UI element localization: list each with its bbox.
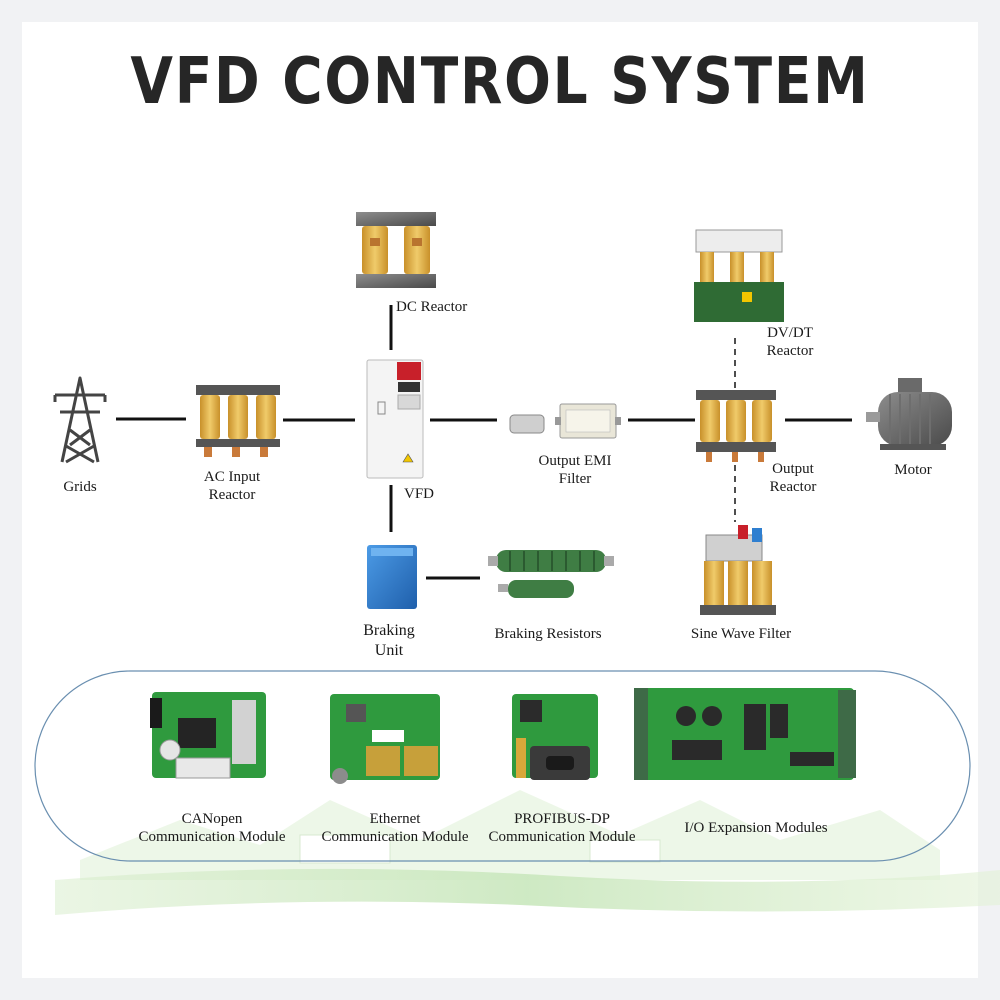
label-output-emi-filter: Output EMI Filter bbox=[538, 453, 612, 487]
ethernet-module-image bbox=[330, 694, 440, 784]
vfd-image bbox=[366, 359, 424, 479]
ac-input-reactor-image bbox=[196, 385, 280, 457]
power-tower-icon bbox=[53, 376, 107, 464]
output-emi-filter-image bbox=[509, 403, 621, 439]
braking-unit-image bbox=[367, 545, 417, 609]
braking-resistors-image bbox=[488, 550, 614, 598]
label-ethernet-module: Ethernet Communication Module bbox=[321, 811, 469, 845]
canopen-module-image bbox=[150, 692, 266, 779]
landscape-background bbox=[55, 790, 1000, 915]
label-profibus-module: PROFIBUS-DP Communication Module bbox=[488, 811, 636, 845]
label-canopen-module: CANopen Communication Module bbox=[138, 811, 286, 845]
module-panel-outline bbox=[34, 670, 971, 862]
label-dc-reactor: DC Reactor bbox=[396, 299, 468, 315]
label-io-expansion-modules: I/O Expansion Modules bbox=[684, 820, 828, 836]
profibus-module-image bbox=[512, 694, 598, 780]
connection-lines bbox=[116, 305, 852, 580]
label-motor: Motor bbox=[894, 462, 932, 478]
label-vfd: VFD bbox=[404, 486, 435, 502]
label-braking-unit: Braking Unit bbox=[363, 622, 415, 659]
label-sine-wave-filter: Sine Wave Filter bbox=[690, 626, 792, 642]
dvdt-reactor-image bbox=[694, 229, 784, 322]
motor-image bbox=[866, 378, 952, 450]
sine-wave-filter-image bbox=[700, 525, 776, 615]
label-grids: Grids bbox=[63, 479, 97, 495]
label-output-reactor: Output Reactor bbox=[769, 461, 817, 495]
output-reactor-image bbox=[696, 390, 776, 462]
label-braking-resistors: Braking Resistors bbox=[494, 626, 602, 642]
label-ac-input-reactor: AC Input Reactor bbox=[203, 469, 261, 503]
dc-reactor-image bbox=[356, 212, 436, 288]
page-title: VFD CONTROL SYSTEM bbox=[130, 45, 870, 119]
label-dvdt-reactor: DV/DT Reactor bbox=[766, 325, 814, 359]
io-module-image bbox=[634, 688, 856, 780]
